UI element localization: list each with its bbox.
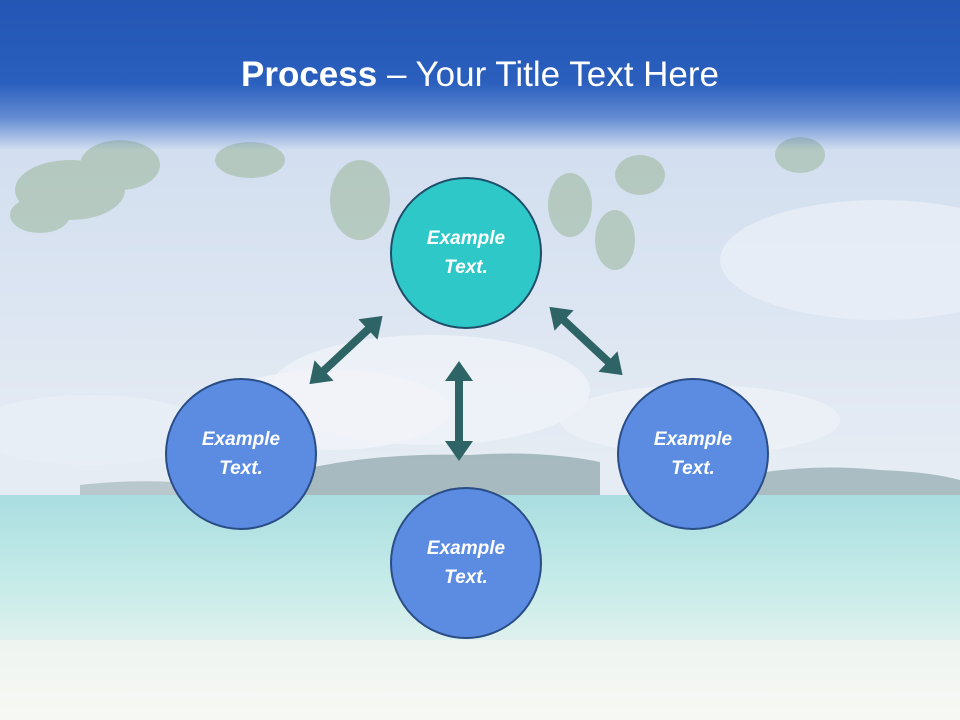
node-left-line1: Example — [201, 429, 281, 450]
node-bottom-line2: Text. — [444, 567, 488, 588]
node-left: Example Text. — [165, 378, 317, 530]
node-right-line2: Text. — [671, 458, 715, 479]
title-rest: – Your Title Text Here — [377, 55, 719, 94]
node-right-line1: Example — [653, 429, 733, 450]
node-top-line1: Example — [426, 228, 506, 249]
node-bottom: Example Text. — [390, 487, 542, 639]
title-band — [0, 0, 960, 150]
node-bottom-line1: Example — [426, 538, 506, 559]
double-arrow-top-right — [549, 306, 623, 376]
slide-title: Process – Your Title Text Here — [0, 52, 960, 98]
node-left-line2: Text. — [219, 458, 263, 479]
node-top: Example Text. — [390, 177, 542, 329]
double-arrow-vertical — [445, 361, 473, 461]
title-bold: Process — [241, 55, 378, 94]
double-arrow-top-left — [309, 315, 383, 385]
node-top-line2: Text. — [444, 257, 488, 278]
node-right: Example Text. — [617, 378, 769, 530]
